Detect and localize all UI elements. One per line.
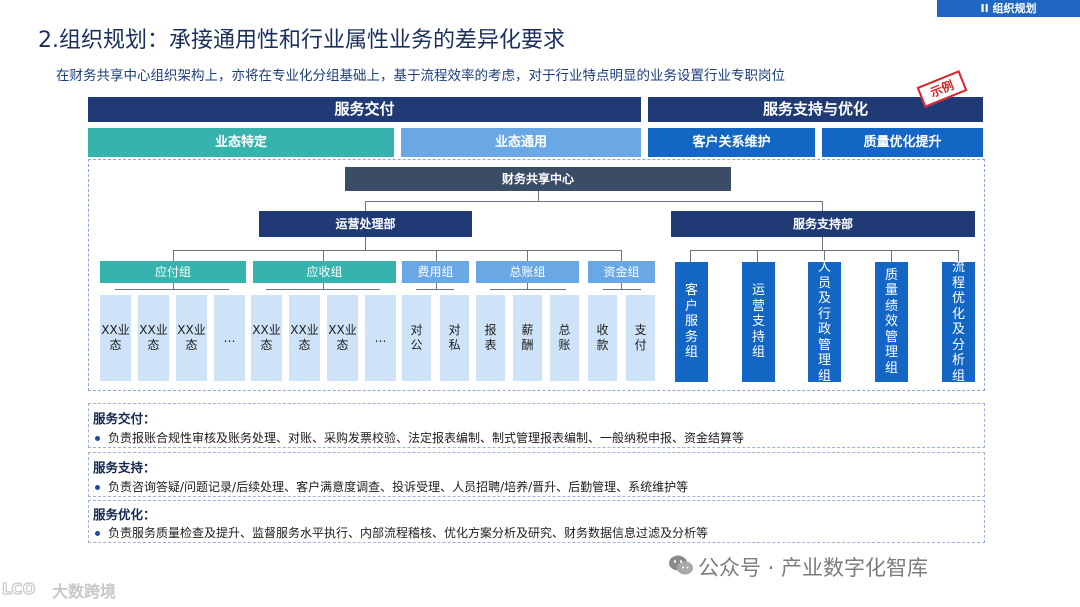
connector: [266, 289, 380, 290]
connector: [173, 283, 174, 289]
section-tag: II 组织规划: [937, 0, 1080, 17]
connector: [527, 283, 528, 289]
connector: [436, 250, 437, 261]
band-quality-improvement: 质量优化提升: [822, 128, 983, 157]
connector: [958, 250, 959, 262]
connector: [538, 191, 539, 201]
connector: [436, 283, 437, 289]
leaf-ap-3: XX业态: [176, 295, 207, 381]
dept-operations: 运营处理部: [259, 211, 472, 237]
connector: [323, 283, 324, 289]
connector: [690, 250, 691, 262]
brand-logo-icon: LCO: [0, 577, 50, 599]
connector: [173, 250, 174, 261]
connector: [824, 250, 825, 262]
group-treasury: 资金组: [588, 261, 655, 283]
group-receivables: 应收组: [253, 261, 396, 283]
desc-body: 负责咨询答疑/问题记录/后续处理、客户满意度调查、投诉受理、人员招聘/培养/晋升…: [95, 478, 688, 495]
connector: [891, 250, 892, 262]
desc-text: 负责报账合规性审核及账务处理、对账、采购发票校验、法定报表编制、制式管理报表编制…: [108, 431, 745, 445]
svc-quality-performance-group: 质量绩效管理组: [875, 262, 908, 382]
leaf-ap-2: XX业态: [138, 295, 169, 381]
connector: [365, 201, 823, 202]
connector: [757, 250, 758, 262]
leaf-gl-1: 报表: [476, 295, 505, 381]
connector: [323, 250, 324, 261]
svc-customer-service-group: 客户服务组: [675, 262, 708, 382]
connector: [490, 289, 566, 290]
leaf-exp-1: 对公: [402, 295, 431, 381]
leaf-gl-2: 薪酬: [513, 295, 542, 381]
connector: [822, 201, 823, 211]
org-chart-frame: [88, 159, 985, 391]
group-expenses: 费用组: [402, 261, 469, 283]
leaf-exp-2: 对私: [440, 295, 469, 381]
desc-text: 负责咨询答疑/问题记录/后续处理、客户满意度调查、投诉受理、人员招聘/培养/晋升…: [108, 480, 689, 494]
connector: [416, 289, 454, 290]
leaf-ap-4: …: [214, 295, 245, 381]
page-subtitle: 在财务共享中心组织架构上，亦将在专业化分组基础上，基于流程效率的考虑，对于行业特…: [56, 68, 785, 84]
leaf-fund-1: 收款: [588, 295, 617, 381]
leaf-ar-1: XX业态: [251, 295, 282, 381]
leaf-ar-2: XX业态: [289, 295, 320, 381]
desc-box-delivery: 服务交付： 负责报账合规性审核及账务处理、对账、采购发票校验、法定报表编制、制式…: [88, 403, 985, 448]
bullet-icon: [95, 485, 100, 490]
band-customer-relations: 客户关系维护: [648, 128, 815, 157]
connector: [527, 250, 528, 261]
leaf-ap-1: XX业态: [100, 295, 131, 381]
connector: [822, 237, 823, 250]
svc-hr-admin-group: 人员及行政管理组: [808, 260, 841, 384]
svg-text:LCO: LCO: [2, 580, 35, 598]
svc-process-optimization-group: 流程优化及分析组: [942, 260, 975, 384]
desc-heading: 服务优化：: [93, 507, 156, 522]
group-general-ledger: 总账组: [476, 261, 579, 283]
brand-watermark: 大数跨境: [52, 582, 117, 601]
desc-heading: 服务支持：: [93, 460, 156, 475]
connector: [365, 201, 366, 211]
leaf-gl-3: 总账: [550, 295, 579, 381]
dept-service-support: 服务支持部: [671, 211, 975, 237]
connector: [603, 289, 641, 290]
root-finance-shared-center: 财务共享中心: [345, 167, 731, 191]
leaf-fund-2: 支付: [626, 295, 655, 381]
connector: [173, 250, 622, 251]
bullet-icon: [95, 436, 100, 441]
bullet-icon: [95, 531, 100, 536]
desc-body: 负责服务质量检查及提升、监督服务水平执行、内部流程稽核、优化方案分析及研究、财务…: [95, 524, 708, 541]
desc-text: 负责服务质量检查及提升、监督服务水平执行、内部流程稽核、优化方案分析及研究、财务…: [108, 526, 709, 540]
leaf-ar-4: …: [365, 295, 396, 381]
group-payables: 应付组: [100, 261, 246, 283]
desc-body: 负责报账合规性审核及账务处理、对账、采购发票校验、法定报表编制、制式管理报表编制…: [95, 429, 744, 446]
leaf-ar-3: XX业态: [327, 295, 358, 381]
connector: [365, 237, 366, 250]
desc-box-optimization: 服务优化： 负责服务质量检查及提升、监督服务水平执行、内部流程稽核、优化方案分析…: [88, 500, 985, 543]
desc-box-support: 服务支持： 负责咨询答疑/问题记录/后续处理、客户满意度调查、投诉受理、人员招聘…: [88, 452, 985, 497]
svc-operations-support-group: 运营支持组: [742, 262, 775, 382]
wechat-watermark: 公众号 · 产业数字化智库: [698, 556, 929, 580]
wechat-icon: [668, 553, 694, 577]
page-title: 2.组织规划：承接通用性和行业属性业务的差异化要求: [38, 28, 565, 53]
band-industry-specific: 业态特定: [88, 128, 394, 157]
band-service-delivery: 服务交付: [88, 97, 641, 122]
connector: [621, 250, 622, 261]
connector: [115, 289, 229, 290]
connector: [621, 283, 622, 289]
band-industry-general: 业态通用: [401, 128, 641, 157]
desc-heading: 服务交付：: [93, 411, 156, 426]
